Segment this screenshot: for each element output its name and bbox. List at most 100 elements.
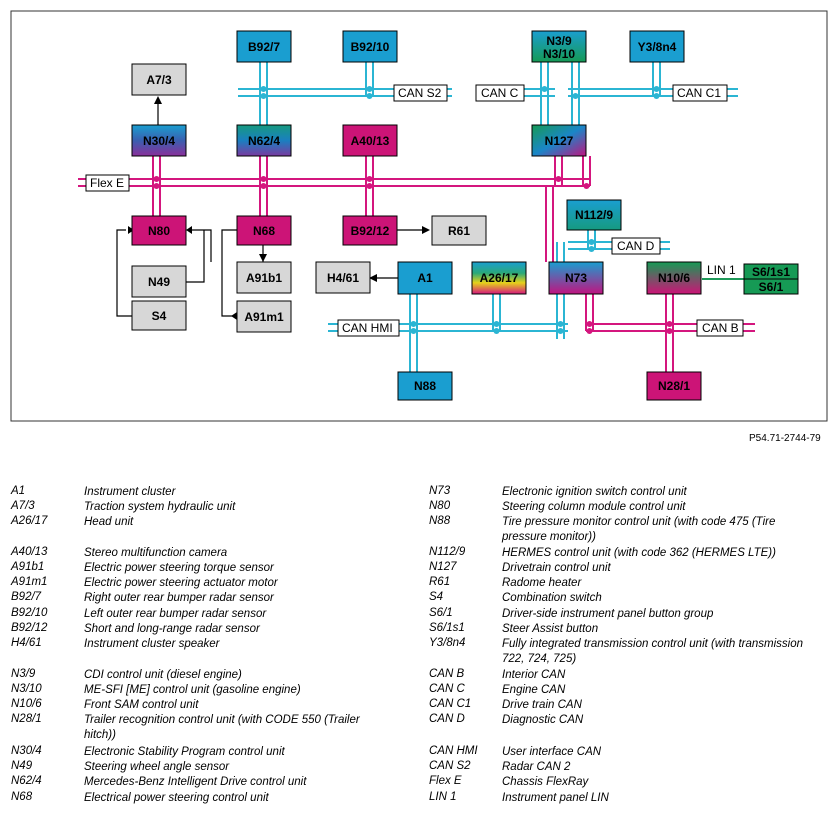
- svg-text:N28/1: N28/1: [658, 379, 690, 393]
- node-s4: S4: [131, 300, 187, 331]
- svg-text:N73: N73: [565, 271, 587, 285]
- legend-code: CAN C: [429, 683, 465, 695]
- legend-code: N28/1: [11, 713, 42, 725]
- legend-code: S6/1s1: [429, 622, 465, 634]
- arrow-heads: [128, 96, 430, 320]
- node-b92-10: B92/10: [342, 30, 398, 63]
- svg-text:B92/10: B92/10: [351, 40, 390, 54]
- svg-text:N62/4: N62/4: [248, 134, 280, 148]
- node-b92-12: B92/12: [342, 215, 398, 246]
- bus-label-can-c1: CAN C1: [677, 86, 721, 100]
- bus-label-can-hmi: CAN HMI: [342, 321, 393, 335]
- junctions-can: [260, 86, 660, 334]
- legend-description: Stereo multifunction camera: [84, 547, 228, 559]
- legend-code: N112/9: [429, 546, 466, 558]
- node-y3-8n4: Y3/8n4: [629, 30, 685, 63]
- legend-code: CAN B: [429, 668, 465, 680]
- svg-text:N3/9: N3/9: [546, 34, 572, 48]
- node-n68: N68: [236, 215, 292, 246]
- figure-reference: P54.71-2744-79: [749, 433, 821, 444]
- legend-description: Tire pressure monitor control unit (with…: [502, 516, 776, 543]
- svg-text:S6/1: S6/1: [759, 280, 784, 294]
- legend-code: CAN C1: [429, 698, 472, 710]
- svg-text:A91b1: A91b1: [246, 271, 282, 285]
- svg-text:N127: N127: [545, 134, 574, 148]
- legend-description: Trailer recognition control unit (with C…: [84, 714, 360, 741]
- legend-code: N49: [11, 760, 33, 772]
- legend-description: Steer Assist button: [502, 623, 599, 635]
- legend-description: Diagnostic CAN: [502, 714, 584, 726]
- bus-label-lin-1: LIN 1: [707, 263, 736, 277]
- legend-code: N3/9: [11, 668, 36, 680]
- legend-right: N73 Electronic ignition switch control un…: [429, 485, 829, 810]
- legend-description: Drive train CAN: [502, 699, 582, 711]
- node-a91m1: A91m1: [236, 300, 292, 333]
- node-n88: N88: [397, 371, 453, 401]
- legend-code: R61: [429, 576, 451, 588]
- legend-code: N30/4: [11, 745, 42, 757]
- legend-description: Radome heater: [502, 577, 582, 589]
- legend-code: S4: [429, 591, 444, 603]
- legend-code: B92/10: [11, 607, 48, 619]
- legend-code: A40/13: [11, 546, 48, 558]
- legend-code: B92/12: [11, 622, 48, 634]
- svg-text:B92/12: B92/12: [351, 224, 390, 238]
- legend-description: Chassis FlexRay: [502, 776, 589, 788]
- legend-description: ME-SFI [ME] control unit (gasoline engin…: [84, 684, 301, 696]
- node-a7-3: A7/3: [131, 63, 187, 96]
- bus-label-boxes: Flex E CAN S2 CAN C CAN C1 CAN D CAN HMI…: [85, 84, 744, 337]
- legend-code: A26/17: [11, 515, 48, 527]
- node-n49: N49: [131, 265, 187, 298]
- drops-can: [259, 62, 661, 372]
- legend-description: Driver-side instrument panel button grou…: [502, 608, 714, 620]
- legend-code: Y3/8n4: [429, 637, 466, 649]
- svg-text:B92/7: B92/7: [248, 40, 280, 54]
- svg-text:A7/3: A7/3: [146, 73, 172, 87]
- legend-code: A91b1: [11, 561, 45, 573]
- svg-text:N3/10: N3/10: [543, 47, 575, 61]
- node-r61: R61: [431, 215, 487, 246]
- legend-code: N73: [429, 485, 451, 497]
- node-a40-13: A40/13: [342, 124, 398, 157]
- legend-description: Electronic ignition switch control unit: [502, 486, 687, 498]
- legend-description: User interface CAN: [502, 746, 602, 758]
- node-n10-6: N10/6: [646, 261, 702, 295]
- legend-code: N62/4: [11, 775, 42, 787]
- legend-code: N88: [429, 515, 451, 527]
- node-n30-4: N30/4: [131, 124, 187, 157]
- legend-code: H4/61: [11, 637, 42, 649]
- legend-description: Steering wheel angle sensor: [84, 761, 230, 773]
- legend-code: A91m1: [11, 576, 48, 588]
- bus-flex-e: [78, 178, 590, 187]
- legend-description: Electric power steering actuator motor: [84, 577, 278, 589]
- legend-code: S6/1: [429, 607, 453, 619]
- svg-text:A91m1: A91m1: [244, 310, 284, 324]
- node-a1: A1: [397, 261, 453, 295]
- signal-lines: [116, 100, 424, 317]
- network-diagram: Flex E CAN S2 CAN C CAN C1 CAN D CAN HMI…: [10, 10, 828, 422]
- node-n80: N80: [131, 215, 187, 246]
- legend-description: Fully integrated transmission control un…: [502, 638, 804, 665]
- legend-code: B92/7: [11, 591, 42, 603]
- legend-code: N80: [429, 500, 451, 512]
- bus-label-can-s2: CAN S2: [398, 86, 442, 100]
- svg-text:H4/61: H4/61: [327, 271, 359, 285]
- legend-code: A1: [11, 485, 26, 497]
- legend-code: N68: [11, 791, 33, 803]
- legend-description: Steering column module control unit: [502, 501, 686, 513]
- legend-description: Instrument cluster speaker: [84, 638, 220, 650]
- legend-description: Electronic Stability Program control uni…: [84, 746, 285, 758]
- legend-description: Drivetrain control unit: [502, 562, 611, 574]
- node-n3-9-n3-10: N3/9 N3/10: [531, 30, 587, 63]
- svg-text:S6/1s1: S6/1s1: [752, 265, 790, 279]
- legend-description: Electric power steering torque sensor: [84, 562, 274, 574]
- svg-text:R61: R61: [448, 224, 470, 238]
- legend-description: Left outer rear bumper radar sensor: [84, 608, 267, 620]
- node-n28-1: N28/1: [646, 371, 702, 401]
- legend-description: Combination switch: [502, 592, 602, 604]
- legend-description: Front SAM control unit: [84, 699, 199, 711]
- legend-code: A7/3: [11, 500, 35, 512]
- node-n112-9: N112/9: [566, 199, 622, 231]
- legend-description: Radar CAN 2: [502, 761, 571, 773]
